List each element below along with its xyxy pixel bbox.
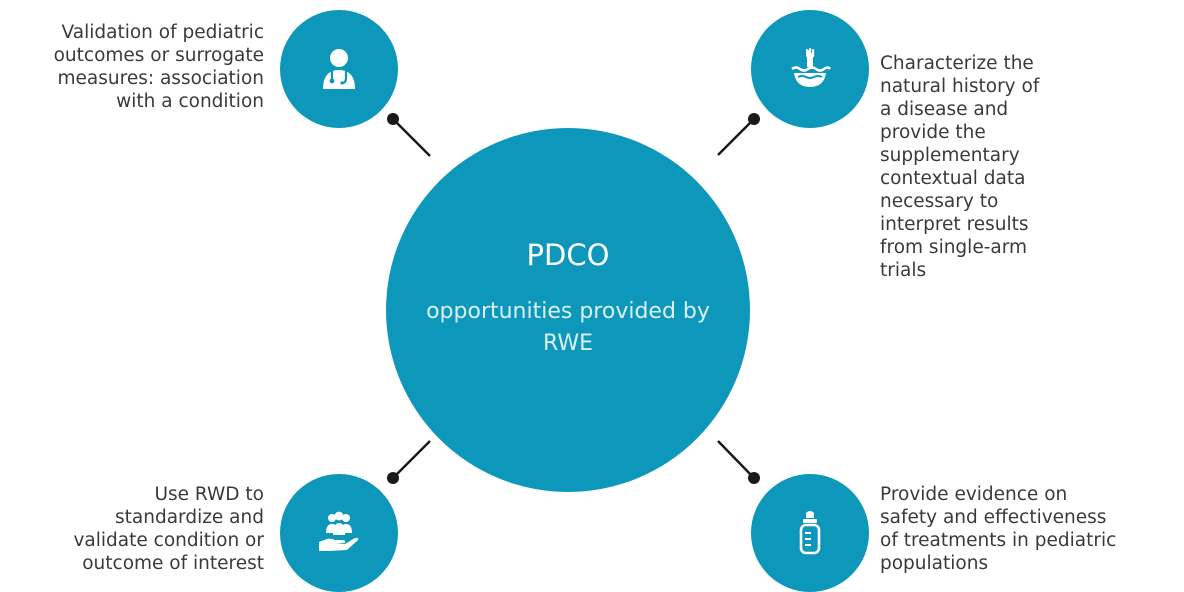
node-bottom-left-text: Use RWD to standardize and validate cond… [73, 483, 264, 575]
hand-in-water-icon [791, 48, 832, 87]
text-line: provide the [880, 122, 986, 143]
connector-dot-bottom-left [387, 472, 399, 484]
text-line: Use RWD to [154, 484, 264, 505]
text-line: necessary to [880, 191, 999, 212]
text-line: populations [880, 553, 989, 574]
node-top-right-text: Characterize the natural history of a di… [880, 52, 1039, 282]
center-title: PDCO [526, 238, 610, 272]
doctor-icon [323, 49, 355, 89]
connector-bottom-right [717, 440, 755, 479]
center-subtitle: opportunities provided by RWE [426, 299, 710, 356]
text-line: contextual data [880, 168, 1026, 189]
text-line: outcome of interest [82, 553, 264, 574]
text-line: safety and effectiveness [880, 507, 1107, 528]
node-bottom-right-text: Provide evidence on safety and effective… [880, 483, 1116, 575]
text-line: of treatments in pediatric [880, 530, 1117, 551]
node-top-left-circle [280, 10, 398, 128]
text-line: measures: association [57, 68, 264, 89]
text-line: trials [880, 260, 927, 281]
text-line: a disease and [880, 99, 1009, 120]
text-line: interpret results [880, 214, 1029, 235]
text-line: outcomes or surrogate [53, 45, 264, 66]
connector-dot-top-left [387, 113, 399, 125]
text-line: from single-arm [880, 237, 1028, 258]
connector-bottom-left [392, 440, 431, 479]
text-line: Provide evidence on [880, 484, 1068, 505]
text-line: supplementary [880, 145, 1020, 166]
text-line: validate condition or [73, 530, 264, 551]
node-bottom-right-circle [751, 474, 869, 592]
connector-top-right [717, 118, 755, 156]
text-line: standardize and [115, 507, 264, 528]
baby-bottle-icon [799, 511, 821, 555]
text-line: with a condition [116, 91, 264, 112]
node-top-right-circle [751, 10, 869, 128]
node-top-left-text: Validation of pediatric outcomes or surr… [54, 21, 264, 113]
connector-dot-top-right [748, 113, 760, 125]
center-circle: PDCO opportunities provided by RWE [386, 128, 750, 492]
text-line: Validation of pediatric [61, 22, 264, 43]
text-line: Characterize the [880, 53, 1034, 74]
node-bottom-left-circle [280, 474, 398, 592]
connector-top-left [392, 118, 431, 157]
hand-holding-people-icon [319, 511, 359, 551]
connector-dot-bottom-right [748, 472, 760, 484]
text-line: natural history of [880, 76, 1040, 97]
